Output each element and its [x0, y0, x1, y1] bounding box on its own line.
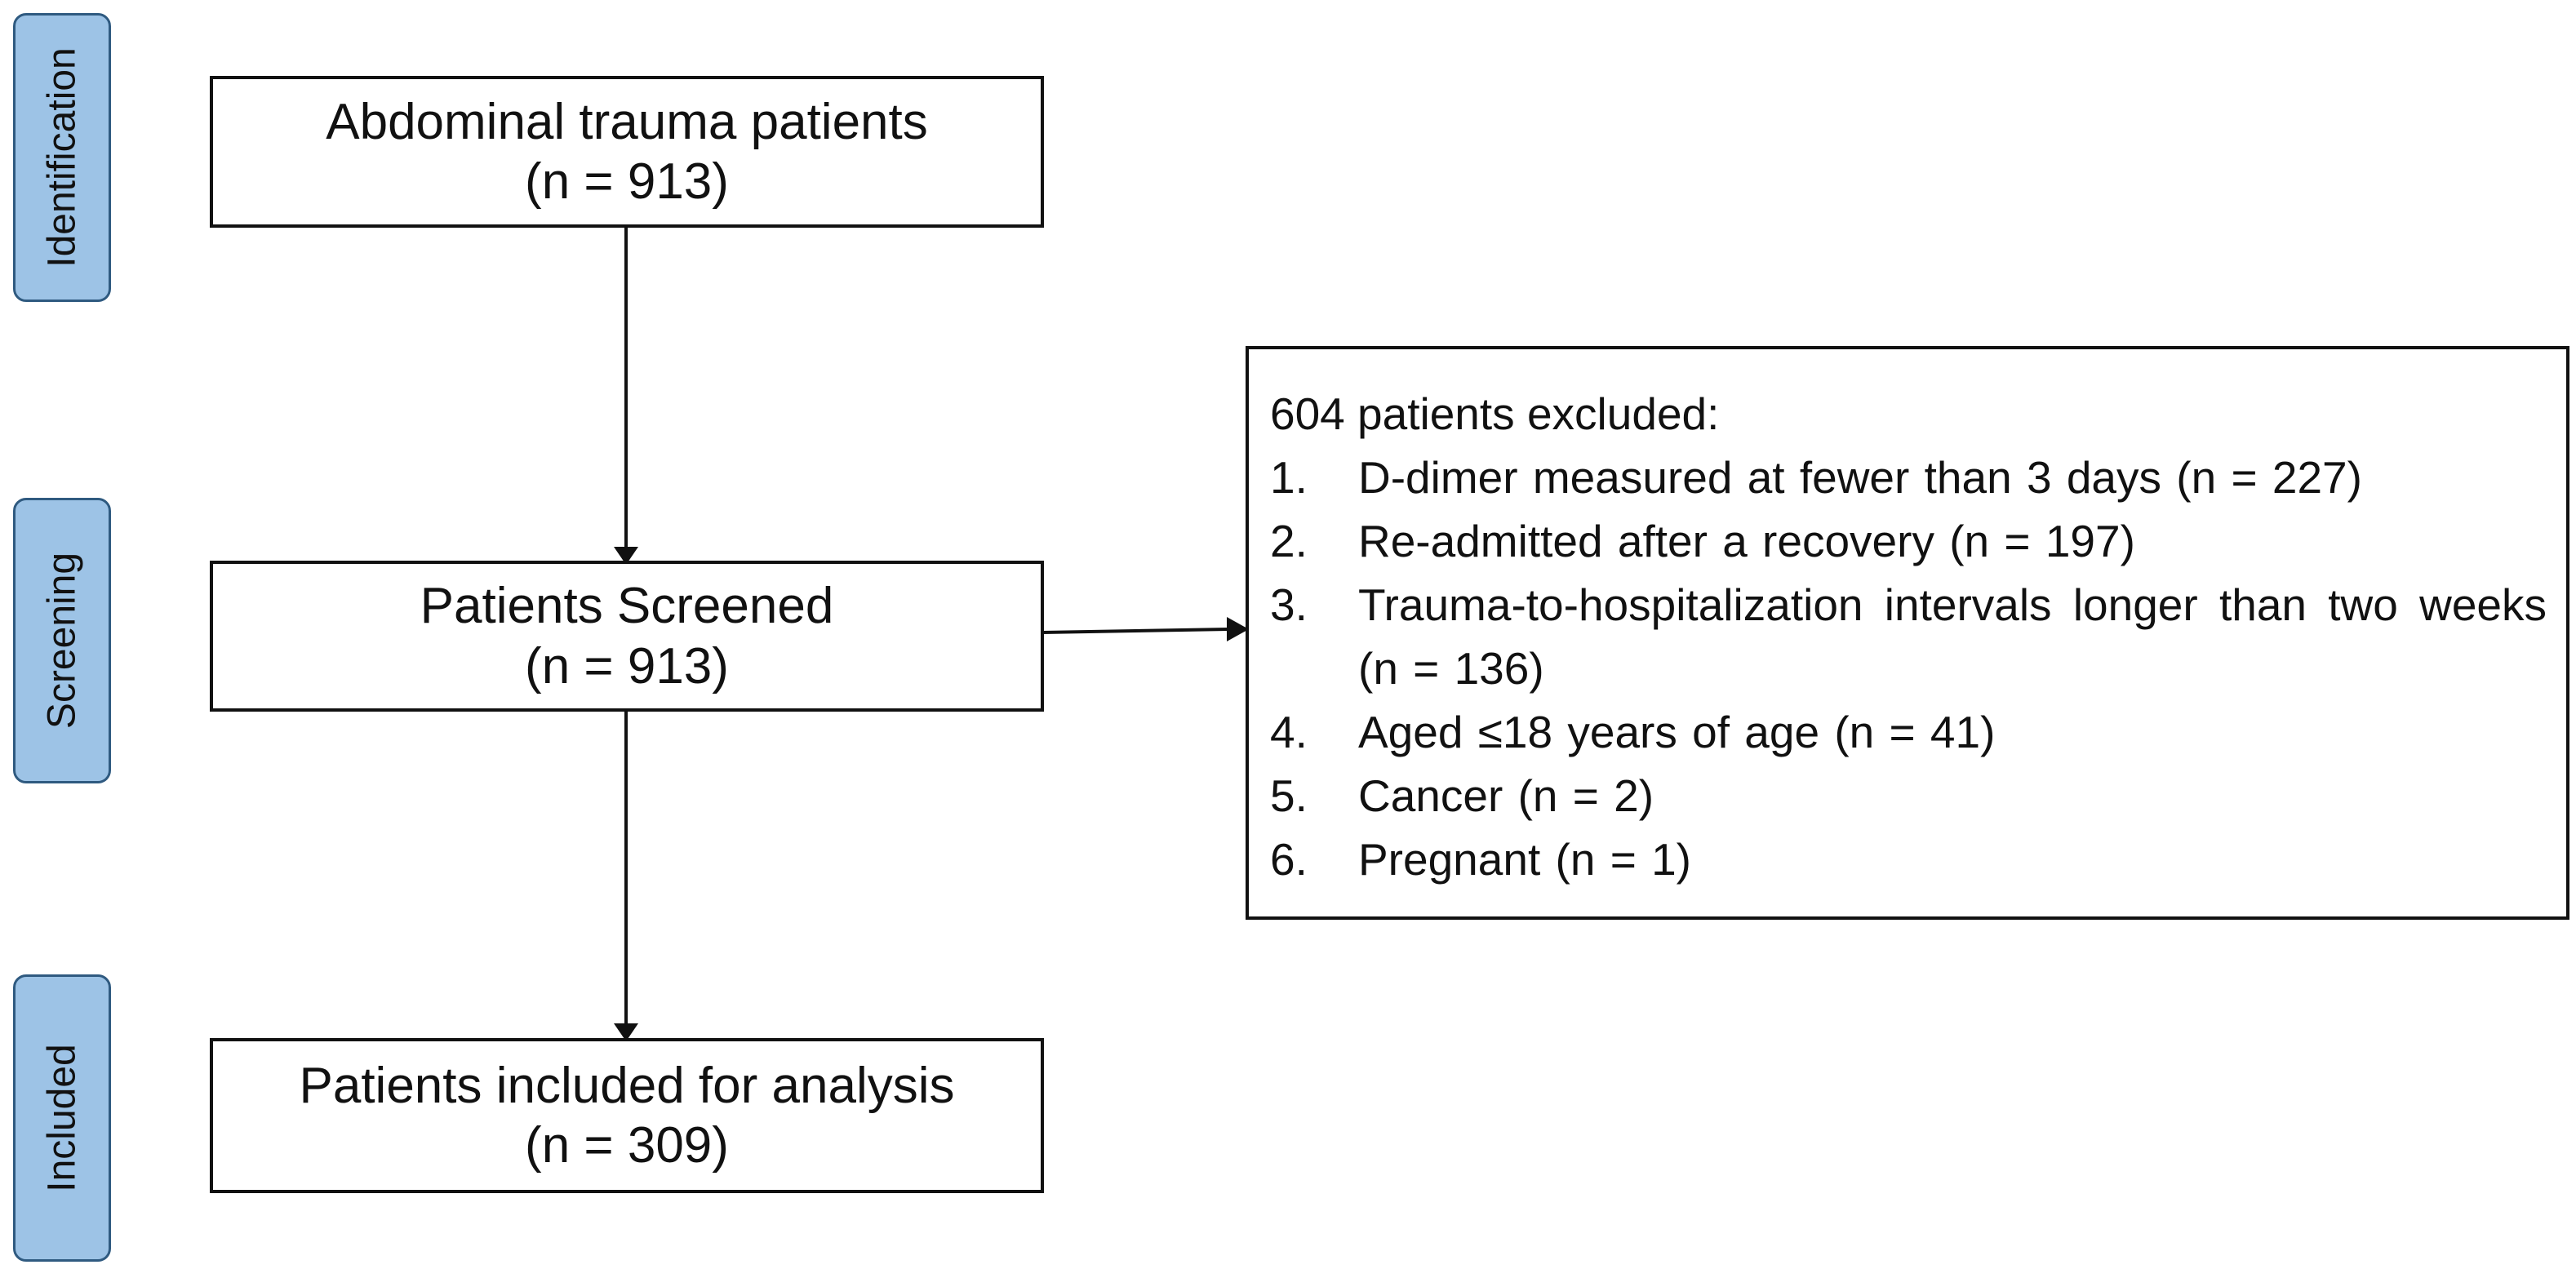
exclusion-item: 3. Trauma-to-hospitalization intervals l…: [1270, 573, 2547, 700]
exclusion-item-text: Aged ≤18 years of age (n = 41): [1358, 707, 1996, 757]
exclusion-item-number: 6.: [1270, 834, 1308, 885]
stage-included: Included: [13, 974, 111, 1262]
exclusion-item-number: 1.: [1270, 452, 1308, 503]
screened-title: Patients Screened: [420, 578, 834, 635]
arrowhead-included: [614, 1023, 638, 1041]
arrowhead-screened: [614, 547, 638, 565]
included-title: Patients included for analysis: [299, 1057, 955, 1114]
screened-count: (n = 913): [525, 637, 729, 694]
exclusion-title: 604 patients excluded:: [1270, 388, 1720, 439]
exclusion-item-number: 5.: [1270, 770, 1308, 821]
stage-identification: Identification: [13, 13, 111, 302]
identified-title: Abdominal trauma patients: [326, 93, 928, 150]
arrow-screened-to-exclusion: [1042, 628, 1229, 634]
exclusion-item-text: D-dimer measured at fewer than 3 days (n…: [1358, 452, 2362, 503]
exclusion-item: 2. Re-admitted after a recovery (n = 197…: [1270, 509, 2547, 573]
included-count: (n = 309): [525, 1117, 729, 1174]
exclusion-item-text: Re-admitted after a recovery (n = 197): [1358, 516, 2135, 566]
identified-box: Abdominal trauma patients (n = 913): [210, 76, 1044, 228]
exclusion-box: 604 patients excluded: 1. D-dimer measur…: [1246, 346, 2569, 920]
identified-count: (n = 913): [525, 153, 729, 210]
exclusion-item: 5. Cancer (n = 2): [1270, 764, 2547, 828]
exclusion-item-text: Cancer (n = 2): [1358, 770, 1654, 821]
exclusion-item: 4. Aged ≤18 years of age (n = 41): [1270, 700, 2547, 764]
included-box: Patients included for analysis (n = 309): [210, 1038, 1044, 1193]
exclusion-item-number: 3.: [1270, 579, 1308, 630]
exclusion-item-number: 2.: [1270, 516, 1308, 566]
arrowhead-exclusion: [1227, 617, 1249, 641]
exclusion-item: 6. Pregnant (n = 1): [1270, 828, 2547, 891]
exclusion-item: 1. D-dimer measured at fewer than 3 days…: [1270, 446, 2547, 509]
exclusion-item-text: Trauma-to-hospitalization intervals long…: [1358, 579, 2547, 694]
exclusion-item-number: 4.: [1270, 707, 1308, 757]
stage-screening: Screening: [13, 498, 111, 783]
exclusion-item-text: Pregnant (n = 1): [1358, 834, 1691, 885]
screened-box: Patients Screened (n = 913): [210, 561, 1044, 712]
